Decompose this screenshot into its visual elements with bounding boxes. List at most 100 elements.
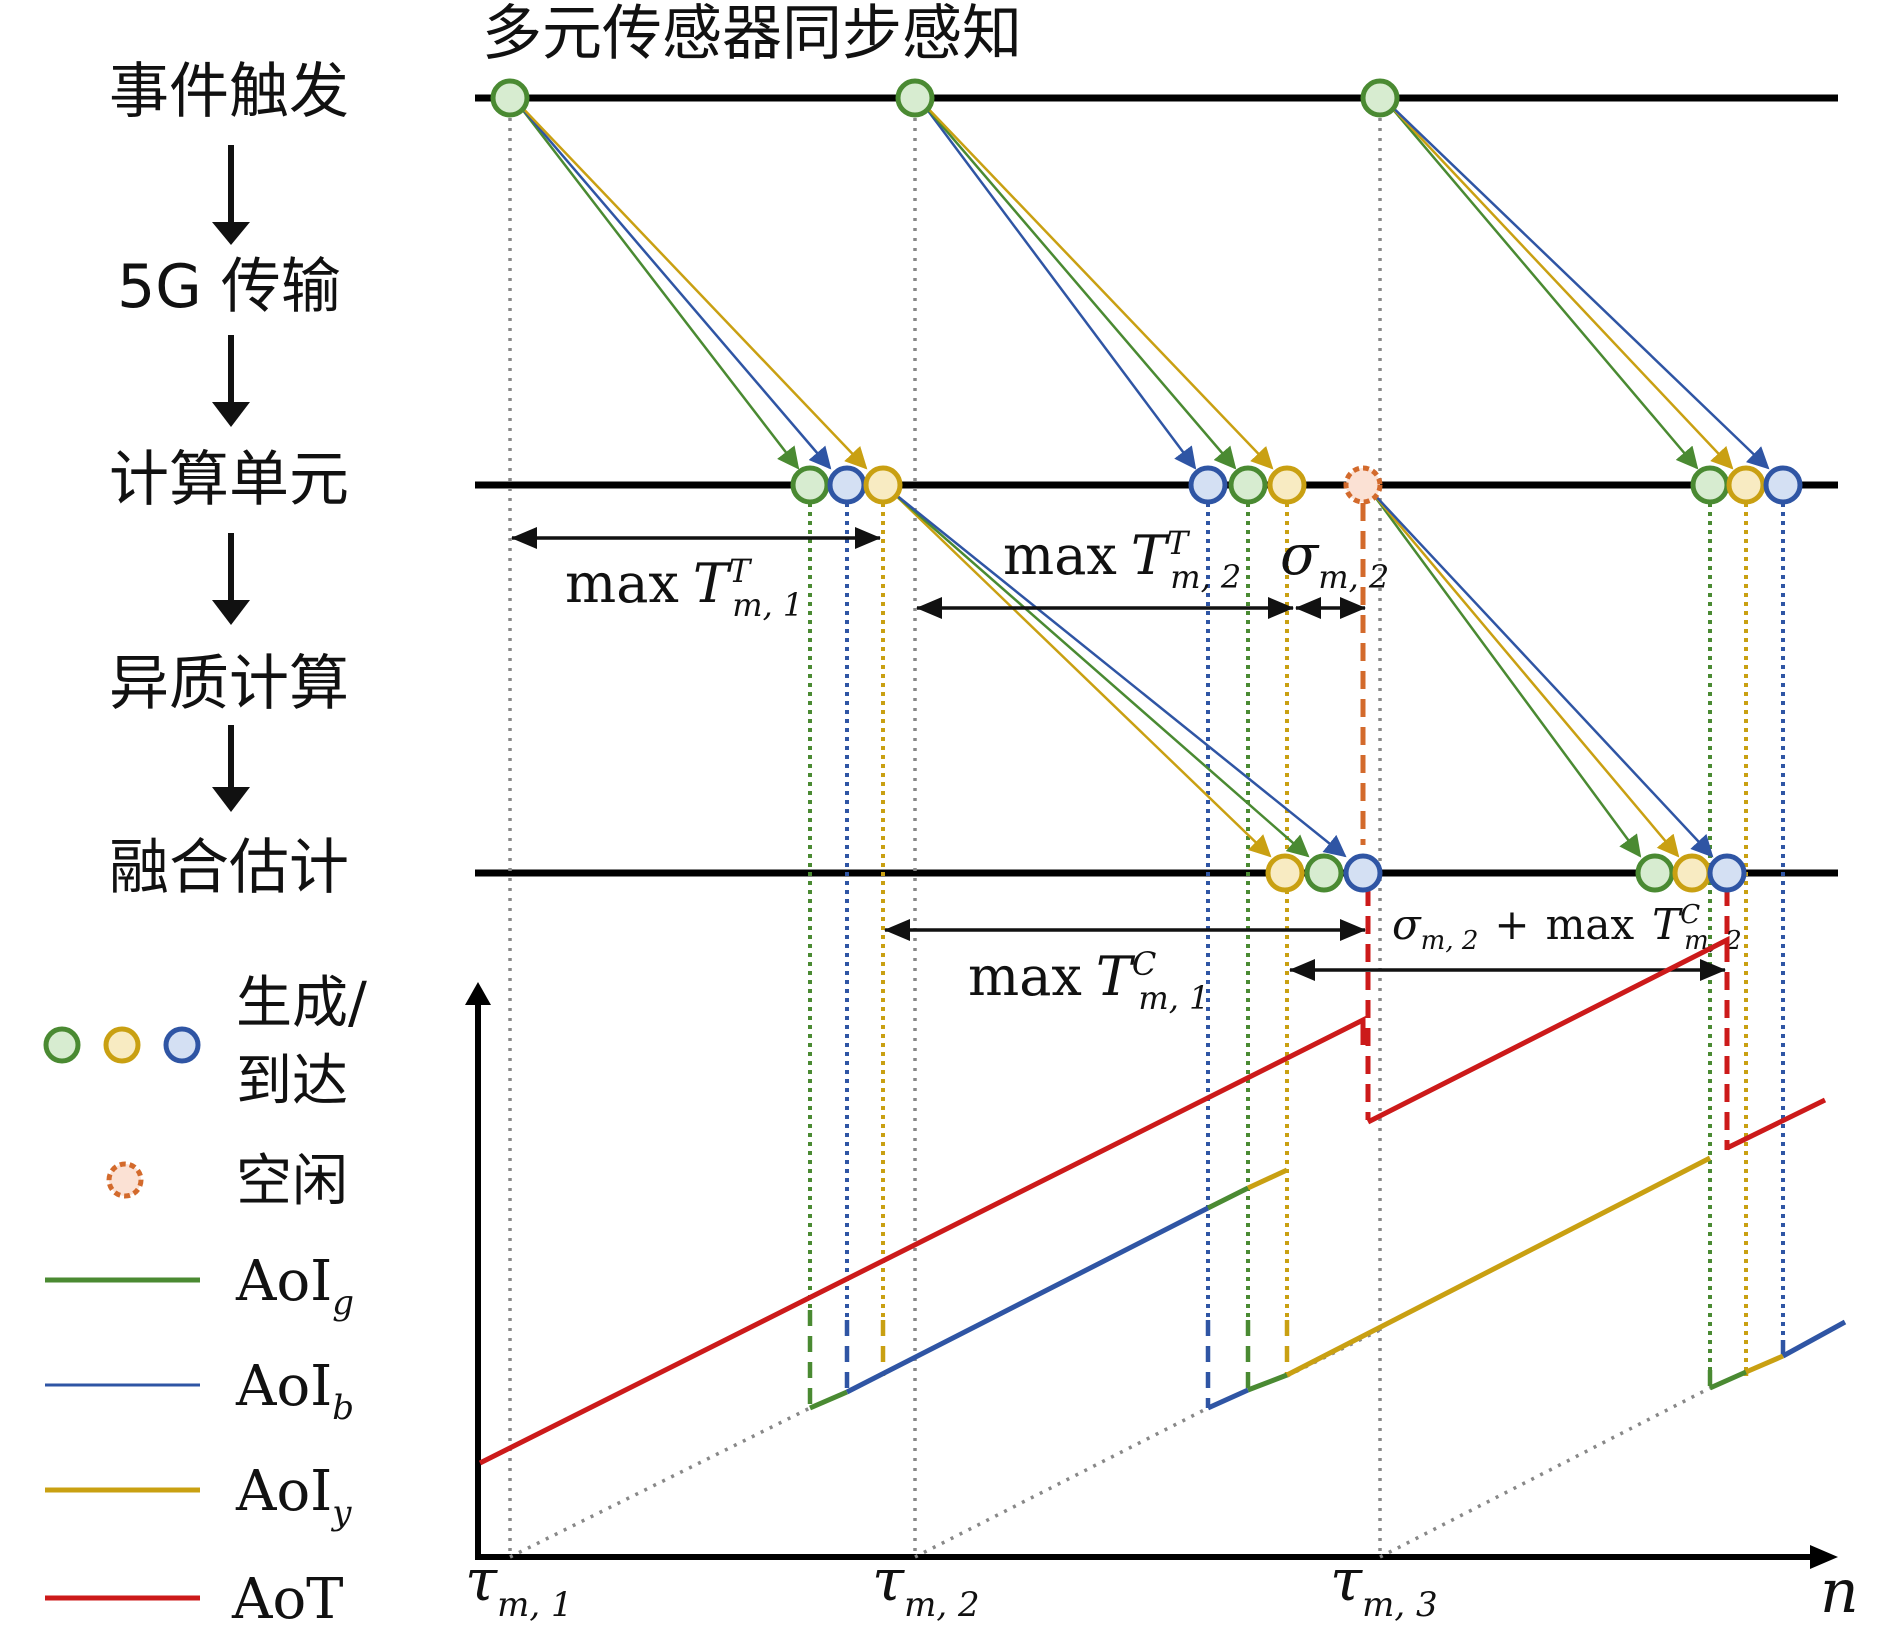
aoi-green-seg-3 — [1247, 1372, 1288, 1393]
label-sup: T — [729, 552, 753, 590]
compute-node-yellow-1 — [863, 465, 903, 505]
cx-blue-1 — [889, 489, 1347, 858]
fusion-idle-markers — [1360, 503, 1730, 1150]
legend-green-node — [43, 1026, 81, 1064]
fusion-node-yellow-1 — [1265, 853, 1305, 893]
legend-generate-label-2: 到达 — [236, 1049, 348, 1114]
aot-seg-1 — [478, 1015, 1366, 1466]
legend-aoi-g-sub: g — [332, 1283, 354, 1323]
aoi-blue-seg-1 — [845, 1205, 1210, 1395]
label-sup: T — [1167, 524, 1191, 562]
label-sup: C — [1132, 945, 1156, 983]
tx-yellow-2 — [919, 99, 1274, 470]
compute-node-blue-2 — [1188, 465, 1228, 505]
baseline-1 — [509, 1406, 811, 1559]
tx-yellow-3 — [1384, 99, 1734, 470]
compute-node-green-2 — [1228, 465, 1268, 505]
tx-green-3 — [1384, 99, 1699, 470]
tick-label-sub: m, 2 — [904, 1585, 980, 1625]
tx-blue-3 — [1384, 99, 1770, 470]
tick-label-sub: m, 1 — [497, 1585, 573, 1625]
trigger-nodes — [490, 78, 1400, 118]
compute-nodes — [790, 465, 1803, 505]
stage-5g-transmission: 5G 传输 — [117, 252, 341, 322]
fusion-node-blue-2 — [1707, 853, 1747, 893]
arrival-drops-dashed — [807, 1310, 1786, 1408]
fusion-node-green-2 — [1635, 853, 1675, 893]
x-axis-arrowhead — [1810, 1545, 1838, 1569]
label-sym: T — [1131, 524, 1171, 587]
compute-node-idle — [1343, 465, 1383, 505]
compute-node-blue-3 — [1763, 465, 1803, 505]
aoi-yellow-seg-1 — [1246, 1167, 1289, 1191]
aot-curve — [478, 935, 1827, 1466]
label-sup2: C — [1680, 900, 1700, 930]
svg-text:τm, 3: τm, 3 — [1330, 1546, 1438, 1625]
fusion-nodes — [1265, 853, 1747, 893]
tx-blue-2 — [918, 99, 1197, 470]
plot-axes — [465, 982, 1838, 1569]
tx-yellow-1 — [514, 99, 868, 470]
trigger-node-2 — [895, 78, 935, 118]
label-sym: σ — [1392, 900, 1422, 949]
cx-green-1 — [889, 489, 1310, 858]
legend-aoi-b-base: AoI — [235, 1354, 332, 1419]
svg-text:AoIy: AoIy — [235, 1459, 352, 1533]
aoi-blue-seg-3 — [1781, 1319, 1847, 1359]
aoi-curves — [809, 1155, 1847, 1411]
trigger-time-guides — [508, 98, 1382, 1555]
aoi-green-seg-1 — [809, 1389, 848, 1411]
transmission-arrows — [514, 99, 1770, 470]
cx-yellow-1 — [889, 489, 1272, 858]
legend-idle-node — [106, 1161, 144, 1199]
label-sym2: T — [1652, 900, 1683, 949]
baseline-3 — [1379, 1386, 1711, 1559]
label-op: max — [1003, 524, 1117, 587]
compute-node-green-1 — [790, 465, 830, 505]
label-op: max — [565, 552, 679, 615]
svg-text:σm, 2: σm, 2 — [1280, 523, 1389, 596]
flow-arrowhead-3 — [212, 600, 250, 625]
label-sub: m, 2 — [1318, 558, 1389, 596]
legend-aoi-y-sub: y — [330, 1493, 352, 1533]
fusion-node-blue-1 — [1343, 853, 1383, 893]
tick-label-sym: τ — [872, 1546, 905, 1614]
stage-event-trigger: 事件触发 — [109, 57, 349, 127]
diagram-title: 多元传感器同步感知 — [482, 0, 1022, 69]
label-plus: + — [1494, 900, 1529, 949]
tx-green-2 — [919, 99, 1237, 470]
label-sub2: m, 2 — [1684, 926, 1742, 956]
age-baselines — [509, 1328, 1711, 1559]
compute-node-yellow-3 — [1726, 465, 1766, 505]
flow-arrowhead-2 — [212, 402, 250, 427]
label-sym: T — [1096, 945, 1136, 1008]
baseline-2 — [914, 1406, 1209, 1559]
label-sym: T — [693, 552, 733, 615]
legend-yellow-node — [103, 1026, 141, 1064]
dimension-arrows — [511, 527, 1726, 981]
legend-aot-label: AoT — [231, 1567, 344, 1628]
flow-arrowhead-4 — [212, 787, 250, 812]
label-sub: m, 1 — [732, 586, 803, 624]
cx-green-2 — [1368, 489, 1642, 858]
fusion-node-yellow-2 — [1672, 853, 1712, 893]
label-sub: m, 1 — [1138, 979, 1209, 1017]
legend-aoi-y-base: AoI — [235, 1459, 332, 1524]
timelines — [475, 94, 1838, 877]
stage-fusion-estimation: 融合估计 — [109, 833, 349, 903]
tick-label-sym: τ — [465, 1546, 498, 1614]
svg-text:AoIg: AoIg — [235, 1249, 354, 1323]
legend-aoi-b-sub: b — [332, 1388, 354, 1428]
label-sub: m, 2 — [1421, 926, 1479, 956]
svg-text:τm, 2: τm, 2 — [872, 1546, 980, 1625]
legend-blue-node — [163, 1026, 201, 1064]
compute-node-green-3 — [1690, 465, 1730, 505]
aoi-green-seg-4 — [1708, 1369, 1748, 1391]
label-op: max — [1546, 900, 1635, 949]
